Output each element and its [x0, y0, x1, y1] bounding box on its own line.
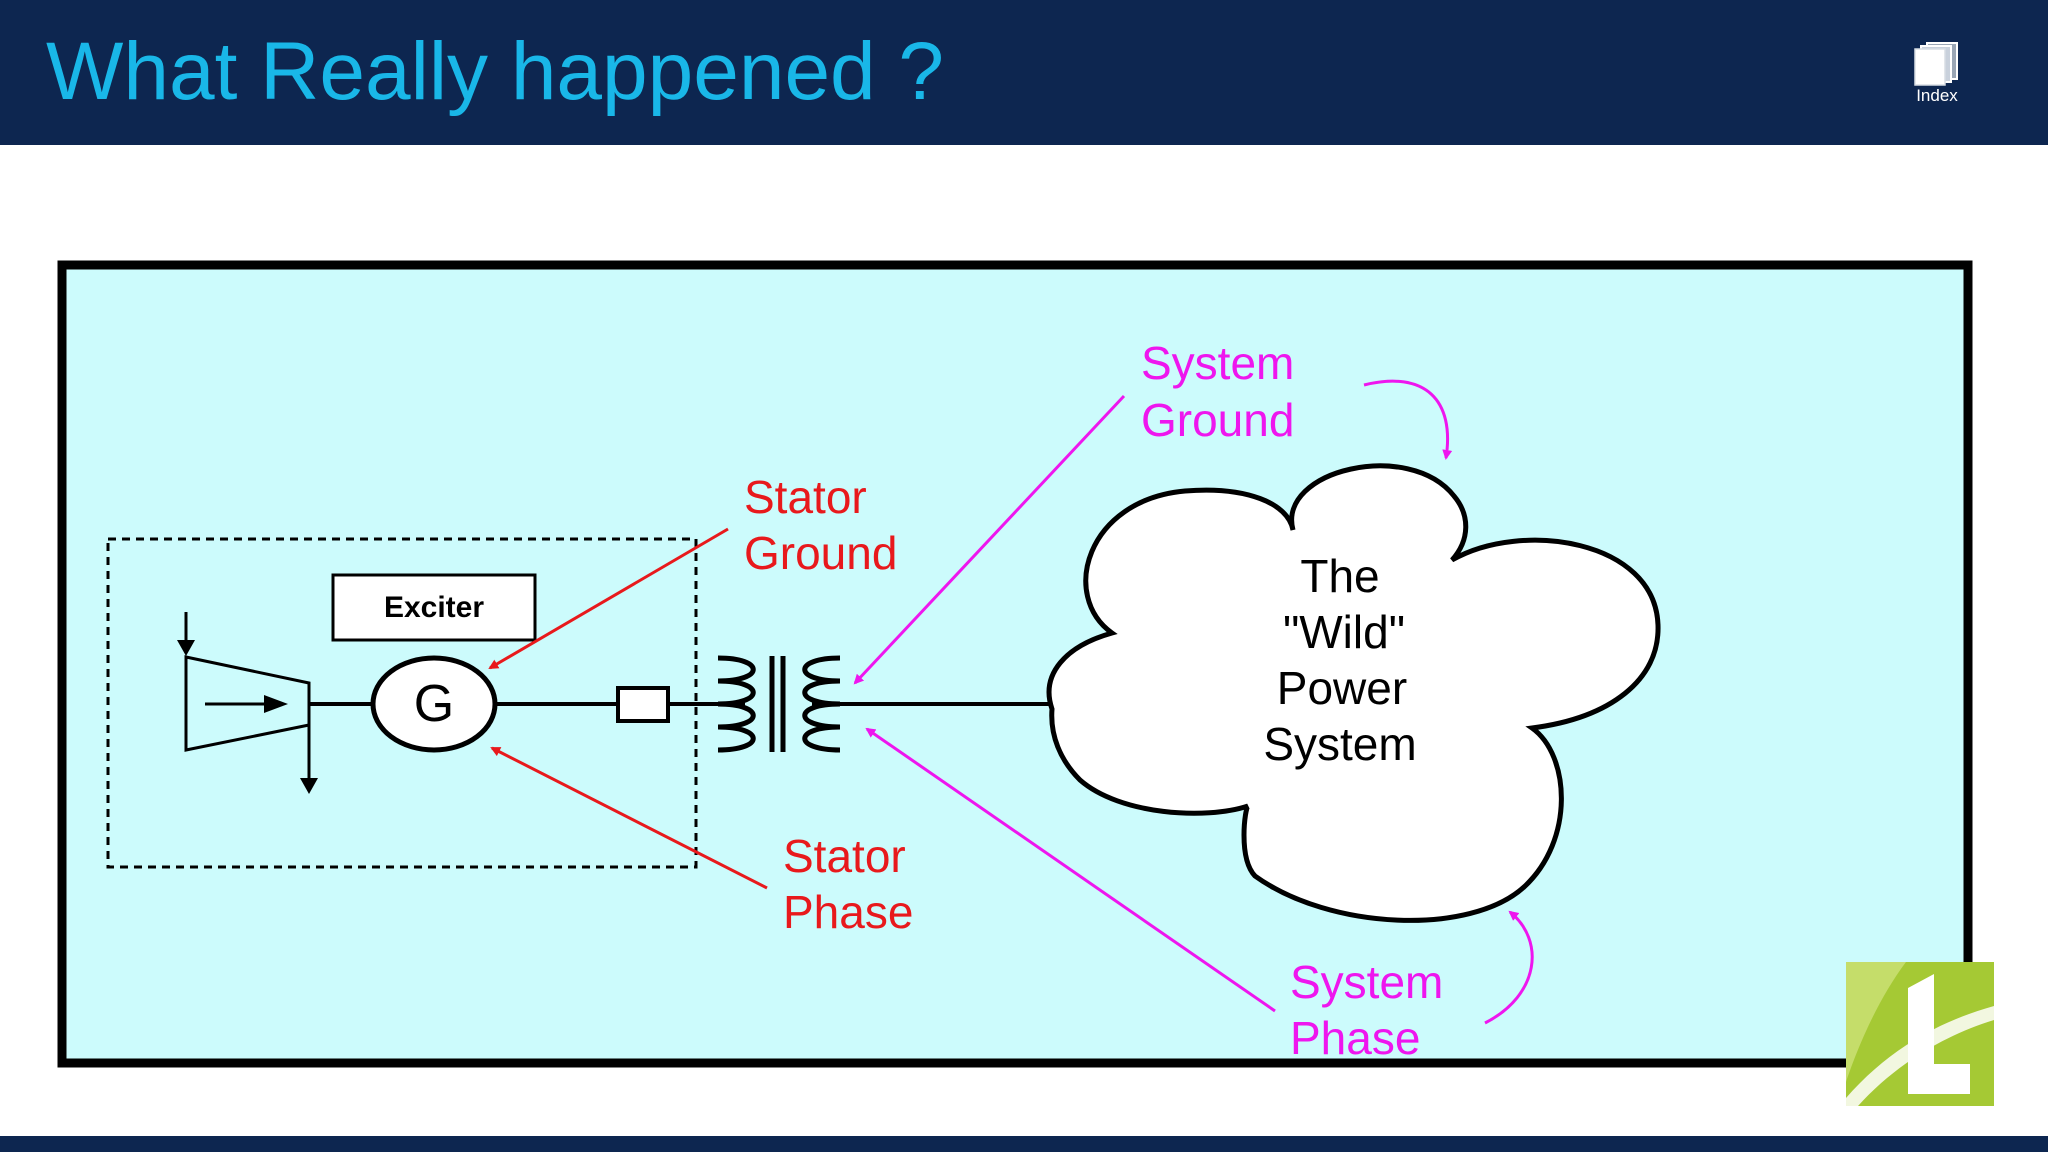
company-logo: [1846, 962, 1994, 1106]
power-system-cloud: [1046, 463, 1661, 923]
index-label: Index: [1916, 86, 1958, 105]
transformer-icon: [717, 655, 841, 753]
cloud-line-3: Power: [1277, 662, 1407, 714]
stacked-pages-icon: [1914, 42, 1958, 86]
system-phase-curved-arrow: [1484, 910, 1534, 1025]
exciter-label: Exciter: [384, 591, 484, 624]
cloud-line-2: "Wild": [1283, 606, 1405, 658]
header-bar: What Really happened ? Index: [0, 0, 2048, 145]
stator-phase-label-2: Phase: [783, 886, 913, 938]
system-phase-arrow: [865, 727, 1276, 1013]
system-phase-label-1: System: [1290, 956, 1443, 1008]
generator-icon: G: [370, 655, 498, 753]
stator-ground-label-2: Ground: [744, 527, 897, 579]
breaker-icon: [616, 686, 670, 723]
footer-bar: [0, 1136, 2048, 1152]
stator-phase-arrow: [490, 746, 768, 890]
system-ground-arrow: [853, 394, 1126, 685]
cloud-line-4: System: [1263, 718, 1416, 770]
stator-ground-arrow: [488, 527, 729, 670]
stator-ground-label-1: Stator: [744, 471, 867, 523]
system-ground-label-2: Ground: [1141, 394, 1294, 446]
page-title: What Really happened ?: [46, 26, 945, 117]
generator-symbol: G: [414, 675, 454, 733]
system-ground-curved-arrow: [1363, 379, 1453, 460]
diagram-panel: [57, 260, 1973, 1068]
index-button[interactable]: Index: [1900, 40, 1974, 118]
system-phase-label-2: Phase: [1290, 1012, 1420, 1064]
system-ground-label-1: System: [1141, 337, 1294, 389]
stator-phase-label-1: Stator: [783, 830, 906, 882]
cloud-line-1: The: [1300, 550, 1379, 602]
exciter-box: Exciter: [331, 573, 537, 642]
turbine-icon: [177, 612, 318, 794]
generator-enclosure: [106, 537, 698, 869]
